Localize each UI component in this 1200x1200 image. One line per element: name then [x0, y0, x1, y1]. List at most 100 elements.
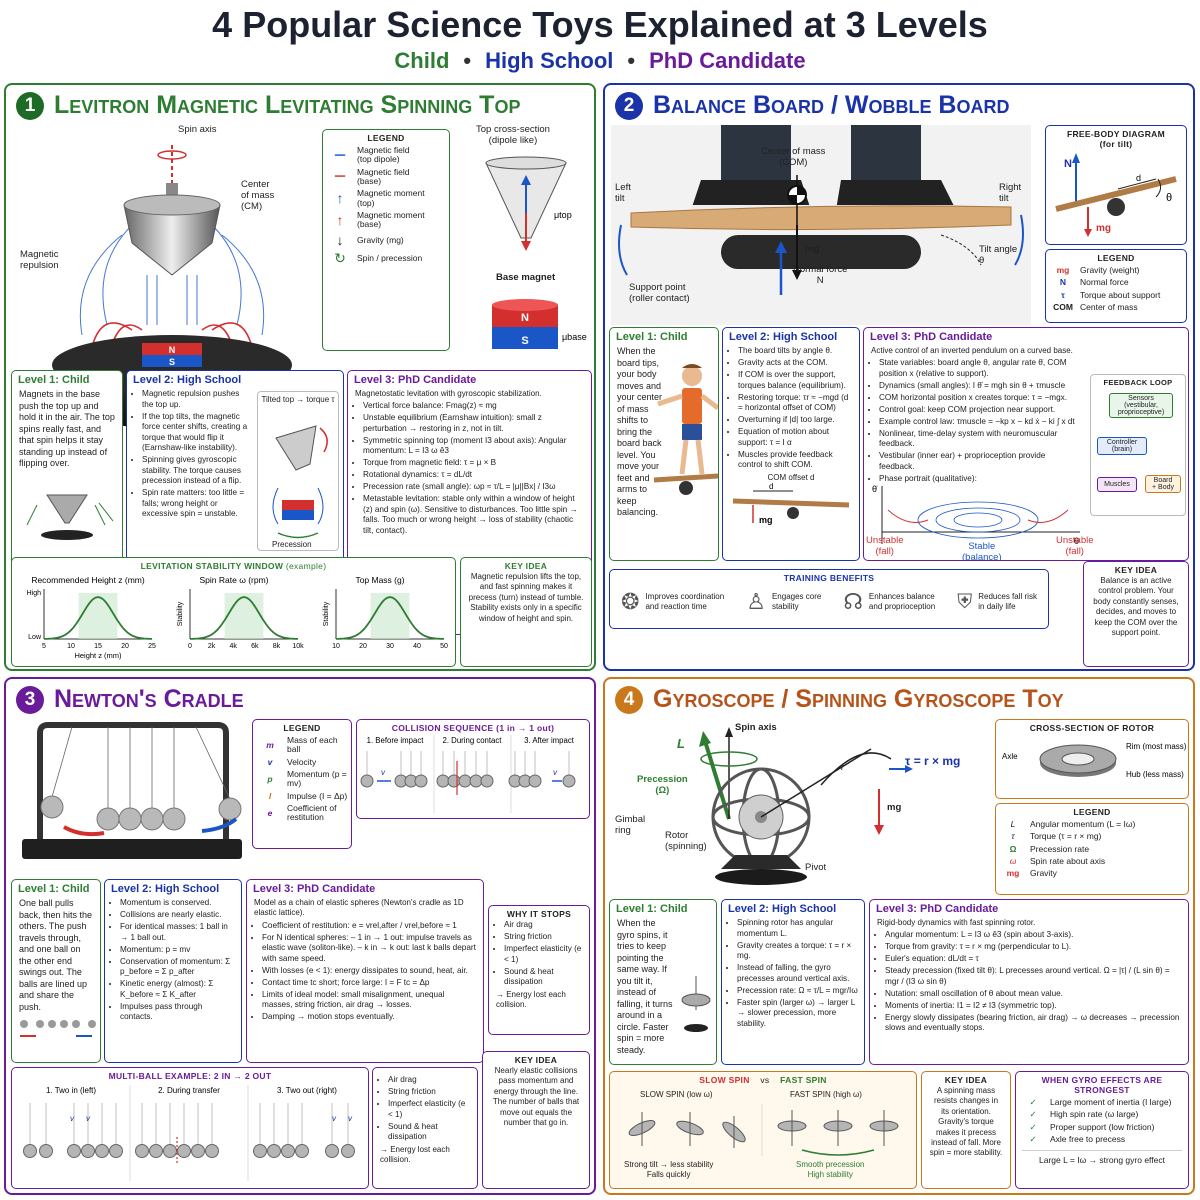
torque-label: τ = r × mg	[905, 754, 961, 768]
base-magnet-diagram: N S μbase	[492, 299, 587, 349]
level3-phd-box: Level 3: PhD Candidate Rigid-body dynami…	[869, 899, 1189, 1065]
stability-window-box: LEVITATION STABILITY WINDOW (example) Re…	[11, 557, 456, 667]
dipole-cone-diagram: μtop	[485, 156, 572, 251]
key-idea-box: KEY IDEA Nearly elastic collisions pass …	[482, 1051, 590, 1189]
ball	[267, 1144, 281, 1158]
level3-phd-box: Level 3: PhD Candidate Model as a chain …	[246, 879, 484, 1063]
svg-text:d: d	[1136, 173, 1141, 183]
level3-phd-box: Level 3: PhD Candidate Active control of…	[863, 327, 1189, 561]
ball	[562, 774, 576, 788]
level2-hs-box: Level 2: High School Momentum is conserv…	[104, 879, 242, 1063]
key-idea-box: KEY IDEA Magnetic repulsion lifts the to…	[460, 557, 592, 667]
tick-label: 4k	[229, 643, 237, 650]
ball	[281, 1144, 295, 1158]
feedback-loop: FEEDBACK LOOP Sensors (vestibular, propr…	[1090, 374, 1186, 516]
svg-text:μbase: μbase	[562, 332, 587, 342]
chart-title: Top Mass (g)	[355, 575, 404, 585]
axis-label: Stability	[177, 601, 184, 626]
tick-label: High	[27, 590, 42, 597]
svg-text:N: N	[521, 312, 529, 324]
key-idea-box: KEY IDEA Balance is an active control pr…	[1083, 561, 1189, 667]
tilted-top-diagram	[272, 425, 328, 539]
collision-sequence-box: COLLISION SEQUENCE (1 in → 1 out) 1. Bef…	[356, 719, 590, 819]
left-tilt-label: Left tilt	[615, 182, 631, 204]
rotor-cross-section-box: CROSS-SECTION OF ROTOR Axle Rim (most ma…	[995, 719, 1189, 799]
ball	[163, 1144, 177, 1158]
tick-label: 10	[67, 643, 75, 650]
svg-text:S: S	[521, 335, 528, 347]
ball	[39, 1144, 53, 1158]
support-point-label: Support point (roller contact)	[629, 282, 690, 304]
top-sketch	[26, 494, 114, 540]
key-idea-box: KEY IDEA A spinning mass resists changes…	[921, 1071, 1011, 1189]
training-benefits-box: TRAINING BENEFITS ❂Improves coordination…	[609, 569, 1049, 629]
step-label: 2. During contact	[443, 736, 503, 745]
tick-label: 8k	[273, 643, 281, 650]
ball	[81, 1144, 95, 1158]
tick-label: Low	[28, 634, 42, 641]
stability-curve	[44, 596, 152, 640]
gyroscope-illustration	[699, 727, 913, 885]
why-it-stops-box: WHY IT STOPS Air dragString frictionImpe…	[488, 905, 590, 1035]
ball	[436, 774, 450, 788]
ball	[67, 1144, 81, 1158]
base-magnet-label: Base magnet	[496, 272, 556, 283]
ball	[325, 1144, 339, 1158]
page-title: 4 Popular Science Toys Explained at 3 Le…	[212, 4, 988, 45]
tick-label: 15	[94, 643, 102, 650]
level-key: Child•High School•PhD Candidate	[394, 48, 806, 73]
ball	[23, 1144, 37, 1158]
ball	[109, 1144, 123, 1158]
spin-axis-label: Spin axis	[178, 124, 217, 135]
mg-label: mg	[887, 802, 902, 813]
ball	[253, 1144, 267, 1158]
rotor-label: Rotor (spinning)	[665, 830, 707, 852]
svg-text:mg: mg	[1096, 223, 1111, 234]
axis-label: Height z (mm)	[74, 651, 122, 660]
child-on-board-figure	[653, 364, 718, 495]
arrow-down-icon: ↓	[336, 231, 344, 248]
svg-text:S: S	[169, 357, 175, 367]
ball	[458, 774, 472, 788]
stability-curve	[190, 596, 298, 640]
ball	[469, 774, 483, 788]
phase-portrait: θ̇θ	[872, 484, 1080, 546]
ball	[341, 1144, 355, 1158]
mini-gyro-sketch	[681, 976, 711, 1032]
ball	[135, 1144, 149, 1158]
newtons-cradle-illustration	[22, 722, 242, 859]
spin-axis-label: Spin axis	[735, 722, 777, 733]
ball	[447, 774, 461, 788]
tick-label: 25	[148, 643, 156, 650]
check-icon: ✓	[1029, 1109, 1037, 1120]
step-label: 3. After impact	[524, 736, 575, 745]
rotate-icon: ↻	[334, 250, 346, 267]
ear-icon: ☊	[843, 589, 863, 614]
svg-text:θ: θ	[1074, 536, 1079, 546]
level2-hs-box: Level 2: High School Spinning rotor has …	[721, 899, 865, 1065]
velocity-label: v	[86, 1114, 91, 1123]
tick-label: 6k	[251, 643, 259, 650]
tick-label: 50	[440, 643, 448, 650]
tick-label: 20	[359, 643, 367, 650]
arrow-up-icon: ↑	[336, 211, 344, 228]
step-label: 3. Two out (right)	[277, 1086, 337, 1095]
tick-label: 2k	[208, 643, 216, 650]
level1-child-box: Level 1: Child One ball pulls back, then…	[11, 879, 101, 1063]
ball	[360, 774, 374, 788]
svg-text:d: d	[769, 483, 773, 491]
level-child-label: Child	[394, 48, 450, 73]
tick-label: 30	[386, 643, 394, 650]
right-tilt-label: Right tilt	[999, 182, 1022, 204]
level2-hs-box: Level 2: High School The board tilts by …	[722, 327, 860, 561]
ball	[177, 1144, 191, 1158]
